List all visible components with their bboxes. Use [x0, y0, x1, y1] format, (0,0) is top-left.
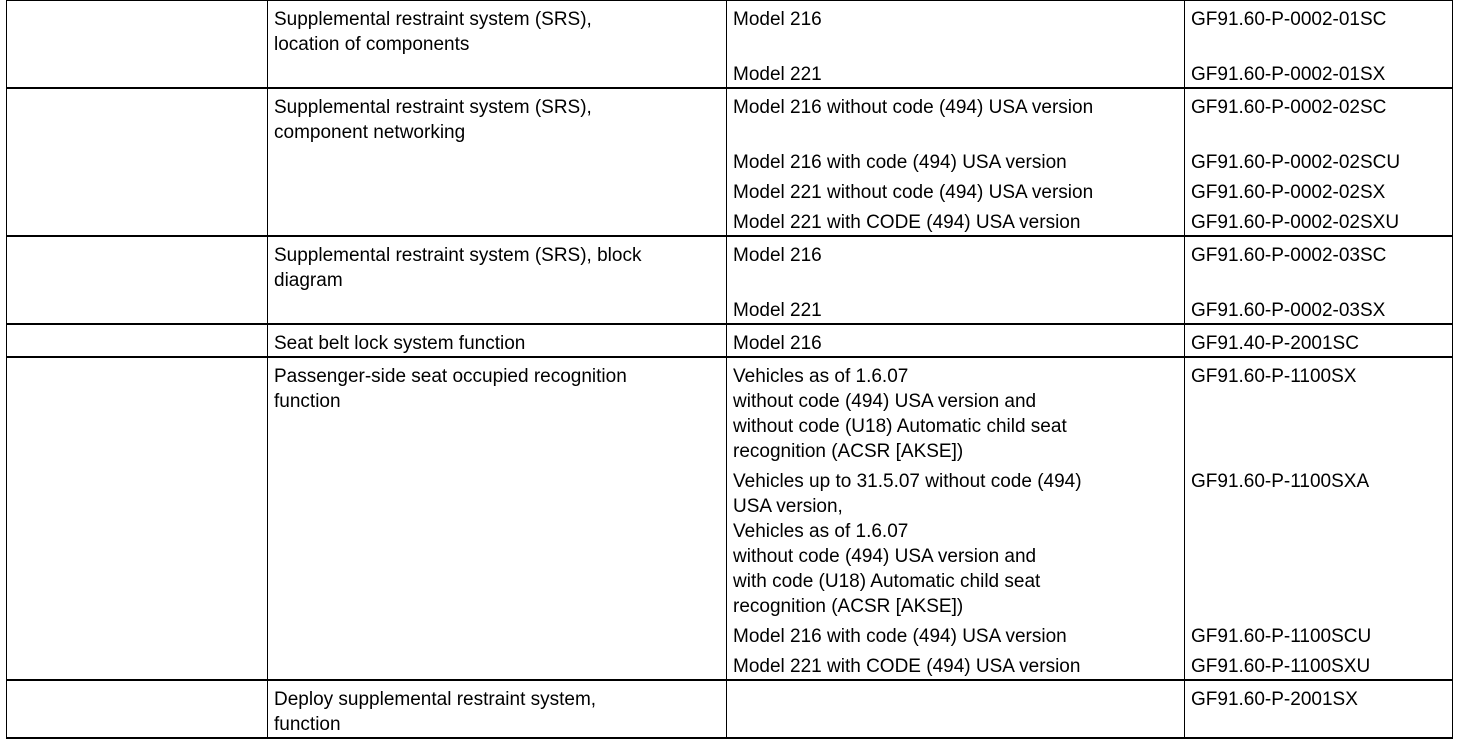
empty-cell: [6, 323, 268, 357]
function-title-cell: Supplemental restraint system (SRS), loc…: [267, 0, 727, 88]
document-number: GF91.60-P-0002-02SC: [1191, 97, 1387, 118]
model-entry: Vehicles up to 31.5.07 without code (494…: [733, 471, 1082, 617]
document-cell: GF91.40-P-2001SC: [1184, 323, 1453, 357]
document-number: GF91.60-P-1100SXU: [1191, 656, 1371, 677]
model-cell: Model 216: [726, 323, 1185, 357]
function-title: Deploy supplemental restraint system, fu…: [274, 689, 597, 735]
document-number: GF91.60-P-0002-03SC: [1191, 245, 1387, 266]
model-entry: [733, 687, 1184, 712]
spacer: [733, 268, 1184, 293]
function-title-cell: Seat belt lock system function: [267, 323, 727, 357]
document-cell: GF91.60-P-0002-02SC GF91.60-P-0002-02SCU G…: [1184, 87, 1453, 236]
document-number: GF91.60-P-1100SXA: [1191, 471, 1370, 492]
function-title: Passenger-side seat occupied recognition…: [274, 366, 627, 412]
spacer: [1191, 32, 1452, 57]
function-title-cell: Supplemental restraint system (SRS), com…: [267, 87, 727, 236]
document-number: GF91.60-P-0002-02SXU: [1191, 212, 1400, 233]
document-cell: GF91.60-P-0002-03SC GF91.60-P-0002-03SX: [1184, 235, 1453, 324]
model-entry: Model 221 without code (494) USA version: [733, 182, 1094, 203]
function-title-cell: Deploy supplemental restraint system, fu…: [267, 679, 727, 739]
model-entry: Model 216: [733, 245, 822, 266]
document-number: GF91.40-P-2001SC: [1191, 333, 1359, 354]
document-number: GF91.60-P-0002-01SX: [1191, 64, 1386, 85]
empty-cell: [6, 356, 268, 680]
document-cell: GF91.60-P-0002-01SC GF91.60-P-0002-01SX: [1184, 0, 1453, 88]
function-title: Supplemental restraint system (SRS), loc…: [274, 9, 592, 55]
table-body: Supplemental restraint system (SRS), loc…: [6, 0, 1453, 739]
function-title: Supplemental restraint system (SRS), com…: [274, 97, 592, 143]
model-cell: [726, 679, 1185, 739]
document-table: Supplemental restraint system (SRS), loc…: [6, 0, 1453, 739]
spacer: [1191, 268, 1452, 293]
document-number: GF91.60-P-0002-02SCU: [1191, 152, 1401, 173]
document-number: GF91.60-P-1100SX: [1191, 366, 1357, 387]
model-entry: Model 216: [733, 333, 822, 354]
model-cell: Model 216 without code (494) USA version…: [726, 87, 1185, 236]
table-row: Supplemental restraint system (SRS), loc…: [6, 0, 1453, 88]
document-number: GF91.60-P-0002-01SC: [1191, 9, 1387, 30]
spacer: [733, 32, 1184, 57]
model-entry: Model 216 without code (494) USA version: [733, 97, 1094, 118]
document-number: GF91.60-P-2001SX: [1191, 689, 1358, 710]
function-title: Seat belt lock system function: [274, 333, 526, 354]
function-title-cell: Passenger-side seat occupied recognition…: [267, 356, 727, 680]
table-row: Seat belt lock system function Model 216 G…: [6, 323, 1453, 357]
empty-cell: [6, 235, 268, 324]
model-entry: Model 221 with CODE (494) USA version: [733, 212, 1081, 233]
empty-cell: [6, 679, 268, 739]
spacer: [733, 120, 1184, 145]
model-entry: Model 221: [733, 300, 822, 321]
document-number: GF91.60-P-0002-03SX: [1191, 300, 1386, 321]
table-row: Supplemental restraint system (SRS), blo…: [6, 235, 1453, 324]
table-row: Passenger-side seat occupied recognition…: [6, 356, 1453, 680]
spacer: [1191, 120, 1452, 145]
function-title-cell: Supplemental restraint system (SRS), blo…: [267, 235, 727, 324]
model-entry: Model 216 with code (494) USA version: [733, 152, 1067, 173]
model-entry: Model 216: [733, 9, 822, 30]
function-title: Supplemental restraint system (SRS), blo…: [274, 245, 642, 291]
document-number: GF91.60-P-0002-02SX: [1191, 182, 1386, 203]
model-entry: Vehicles as of 1.6.07 without code (494)…: [733, 366, 1067, 462]
empty-cell: [6, 87, 268, 236]
empty-cell: [6, 0, 268, 88]
document-number: GF91.60-P-1100SCU: [1191, 626, 1372, 647]
table-row: Deploy supplemental restraint system, fu…: [6, 679, 1453, 739]
model-entry: Model 221 with CODE (494) USA version: [733, 656, 1081, 677]
model-cell: Vehicles as of 1.6.07 without code (494)…: [726, 356, 1185, 680]
table-row: Supplemental restraint system (SRS), com…: [6, 87, 1453, 236]
model-entry: Model 221: [733, 64, 822, 85]
document-cell: GF91.60-P-1100SX GF91.60-P-1100SXA GF91.60…: [1184, 356, 1453, 680]
document-cell: GF91.60-P-2001SX: [1184, 679, 1453, 739]
model-entry: Model 216 with code (494) USA version: [733, 626, 1067, 647]
